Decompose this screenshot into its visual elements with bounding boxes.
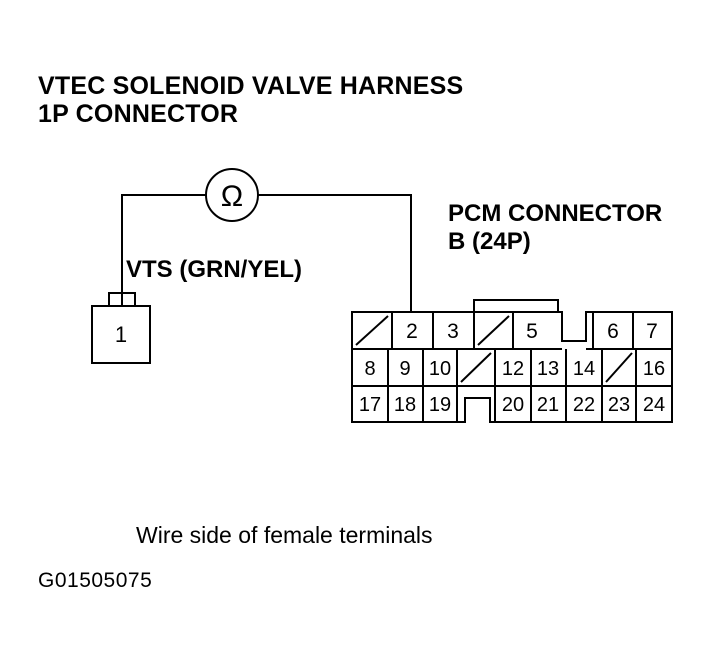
pcm-terminal-10: 10 [429, 358, 451, 380]
empty-cavity-1 [355, 315, 389, 346]
right-test-lead [258, 194, 412, 312]
ohm-symbol: Ω [221, 180, 243, 213]
vts-wire-label: VTS (GRN/YEL) [126, 256, 303, 283]
left-test-lead [121, 194, 206, 294]
pcm-terminal-6: 6 [607, 320, 619, 343]
pcm-terminal-5: 5 [526, 320, 538, 343]
one-p-latch-left [108, 292, 123, 307]
pcm-terminal-23: 23 [608, 394, 630, 416]
pcm-terminal-2: 2 [406, 320, 418, 343]
pcm-terminal-8: 8 [364, 358, 375, 380]
empty-cavity-4 [477, 315, 510, 346]
pcm-terminal-3: 3 [447, 320, 459, 343]
pcm-terminal-9: 9 [399, 358, 410, 380]
title-line-2: 1P CONNECTOR [38, 100, 239, 128]
pcm-terminal-13: 13 [537, 358, 559, 380]
pcm-top-key [473, 299, 559, 312]
pcm-title-line-1: PCM CONNECTOR [448, 200, 663, 227]
pcm-terminal-17: 17 [359, 394, 381, 416]
one-p-terminal-number: 1 [115, 322, 127, 347]
ohmmeter-circle [205, 168, 259, 222]
pcm-terminal-14: 14 [573, 358, 595, 380]
pcm-terminal-19: 19 [429, 394, 451, 416]
pcm-terminal-16: 16 [643, 358, 665, 380]
pcm-terminal-12: 12 [502, 358, 524, 380]
pcm-terminal-18: 18 [394, 394, 416, 416]
empty-cavity-15 [605, 352, 633, 383]
diagram-caption: Wire side of female terminals [136, 522, 433, 548]
empty-cavity-11 [460, 352, 492, 383]
pcm-title-line-2: B (24P) [448, 228, 531, 255]
title-line-1: VTEC SOLENOID VALVE HARNESS [38, 72, 464, 100]
pcm-connector-title: PCM CONNECTOR B (24P) [448, 200, 662, 256]
figure-id: G01505075 [38, 569, 153, 592]
pcm-terminal-7: 7 [646, 320, 658, 343]
one-p-latch-right [121, 292, 136, 307]
pcm-connector-outline [351, 311, 673, 423]
pcm-terminal-24: 24 [643, 394, 665, 416]
pcm-terminal-20: 20 [502, 394, 524, 416]
pcm-terminal-22: 22 [573, 394, 595, 416]
diagram-title: VTEC SOLENOID VALVE HARNESS 1P CONNECTOR [38, 72, 463, 128]
pcm-terminal-21: 21 [537, 394, 559, 416]
